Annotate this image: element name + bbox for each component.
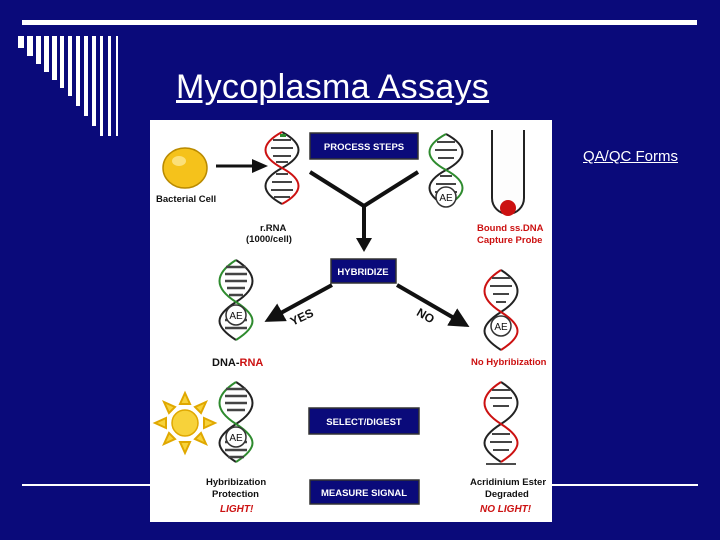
merge-y-arrow xyxy=(308,170,420,242)
ae-label: AE xyxy=(439,193,453,204)
degraded-helix-icon xyxy=(483,381,519,465)
rna-label-part: RNA xyxy=(240,357,264,369)
probe-helix-icon: AE xyxy=(428,133,464,208)
capture-tube-icon xyxy=(491,130,525,216)
no-arrow xyxy=(395,283,470,328)
process-steps-box xyxy=(309,132,419,160)
bound-probe-line1: Bound ss.DNA xyxy=(477,223,544,234)
light-label: LIGHT! xyxy=(220,504,254,515)
hybridize-label: HYBRIDIZE xyxy=(337,267,388,278)
ester-line2: Degraded xyxy=(485,489,529,500)
sun-icon xyxy=(152,390,218,456)
dna-rna-label: DNA-RNA xyxy=(212,357,263,369)
select-digest-box xyxy=(308,407,420,435)
protection-line2: Protection xyxy=(212,489,259,500)
assay-diagram-svg: Bacterial Cell r.RNA (1000/cell) PROCESS… xyxy=(152,130,547,515)
bottom-rule-right xyxy=(552,484,698,486)
assay-diagram: Bacterial Cell r.RNA (1000/cell) PROCESS… xyxy=(150,120,552,522)
dna-label-part: DNA- xyxy=(212,357,240,369)
no-light-label: NO LIGHT! xyxy=(480,504,532,515)
unhybridized-helix-icon: AE xyxy=(483,269,519,351)
rrna-count-label: (1000/cell) xyxy=(246,234,292,245)
ae-label: AE xyxy=(229,433,243,444)
yes-arrow xyxy=(264,283,333,322)
rrna-label: r.RNA xyxy=(260,223,287,234)
measure-signal-label: MEASURE SIGNAL xyxy=(321,488,407,499)
protected-helix-icon: AE xyxy=(218,381,254,463)
merge-arrow-head xyxy=(356,238,372,252)
qa-qc-forms-link[interactable]: QA/QC Forms xyxy=(583,148,679,165)
hybridized-helix-icon: AE xyxy=(218,259,254,341)
ester-line1: Acridinium Ester xyxy=(470,477,546,488)
cell-to-rna-arrow xyxy=(216,159,268,173)
process-steps-label: PROCESS STEPS xyxy=(324,142,404,153)
protection-line1: Hybribization xyxy=(206,477,266,488)
rrna-helix-icon xyxy=(264,131,300,205)
decorative-bars xyxy=(18,36,118,136)
select-digest-label: SELECT/DIGEST xyxy=(326,417,402,428)
bacterial-cell-label: Bacterial Cell xyxy=(156,194,216,205)
ae-label: AE xyxy=(229,311,243,322)
slide-title: Mycoplasma Assays xyxy=(176,68,490,106)
yes-label: YES xyxy=(288,306,316,329)
hybridize-box xyxy=(330,258,397,284)
bound-probe-line2: Capture Probe xyxy=(477,235,542,246)
no-hybridization-label: No Hybribization xyxy=(471,357,547,368)
bottom-rule-left xyxy=(22,484,150,486)
bacterial-cell-icon xyxy=(162,147,208,189)
measure-signal-box xyxy=(309,479,420,505)
ae-label: AE xyxy=(494,322,508,333)
top-rule xyxy=(22,20,697,25)
